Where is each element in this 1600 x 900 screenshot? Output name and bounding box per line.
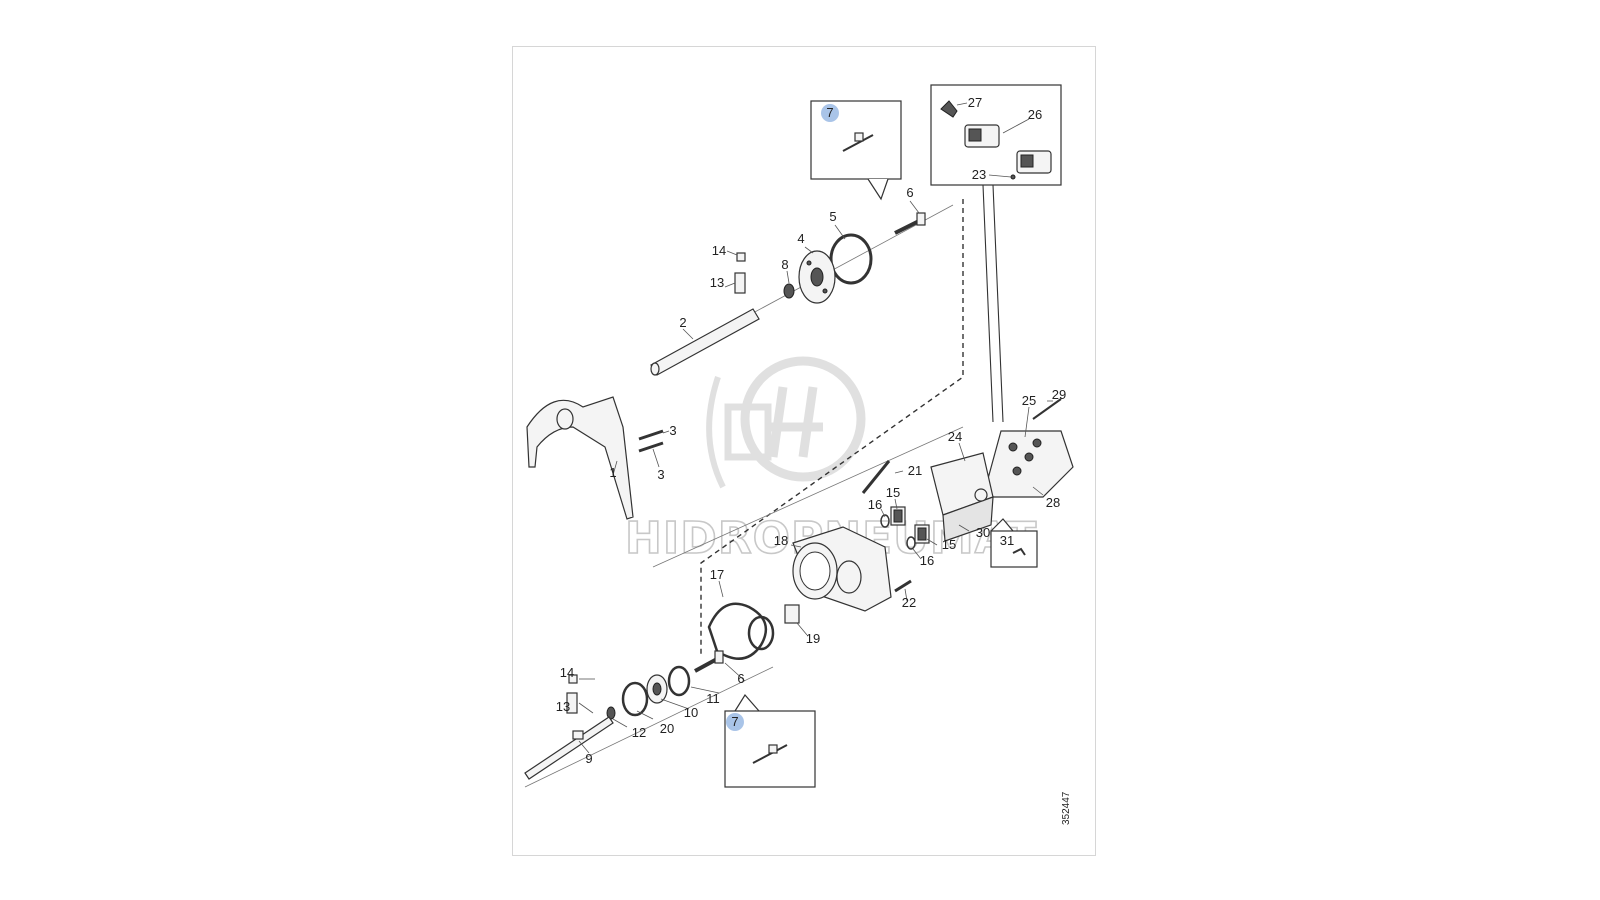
seal-ring-17 xyxy=(707,602,768,660)
callout-17: 17 xyxy=(710,567,724,582)
leader-lines xyxy=(578,102,1053,754)
o-ring-20 xyxy=(621,681,649,717)
seal-8 xyxy=(783,283,795,299)
bolt-29 xyxy=(1032,398,1062,420)
pin-14-upper xyxy=(736,252,746,262)
callout-25: 25 xyxy=(1022,393,1036,408)
lower-axis-line xyxy=(524,666,774,788)
badge-7-top xyxy=(821,104,839,122)
bolt-6-upper xyxy=(894,212,926,235)
callout-6-bottom: 6 xyxy=(737,671,744,686)
callout-10: 10 xyxy=(684,705,698,720)
callout-19: 19 xyxy=(806,631,820,646)
cover-plate-4 xyxy=(798,250,836,304)
solenoid-block-24 xyxy=(930,452,994,542)
valve-plate-25-28 xyxy=(982,430,1074,498)
pin-13-lower xyxy=(566,692,578,714)
callout-6-top: 6 xyxy=(906,185,913,200)
callout-5: 5 xyxy=(829,209,836,224)
callout-30: 30 xyxy=(976,525,990,540)
callout-4: 4 xyxy=(797,231,804,246)
o-ring-5 xyxy=(829,233,873,285)
callout-8: 8 xyxy=(781,257,788,272)
callout-28: 28 xyxy=(1046,495,1060,510)
callout-3a: 3 xyxy=(669,423,676,438)
callout-labels: 7 6 5 4 8 14 13 2 3 3 1 27 26 23 29 25 2… xyxy=(556,95,1066,766)
callout-3b: 3 xyxy=(657,467,664,482)
callout-29: 29 xyxy=(1052,387,1066,402)
bolt-22 xyxy=(894,579,912,593)
callout-26: 26 xyxy=(1028,107,1042,122)
plug-19 xyxy=(784,604,800,624)
callout-7-bottom: 7 xyxy=(731,714,738,729)
pin-3b xyxy=(638,441,664,453)
callout-11: 11 xyxy=(706,691,720,706)
callout-18: 18 xyxy=(774,533,788,548)
callout-23: 23 xyxy=(972,167,986,182)
callout-14-top: 14 xyxy=(712,243,726,258)
callout-13-top: 13 xyxy=(710,275,724,290)
shift-rod-2 xyxy=(650,308,760,376)
callout-20: 20 xyxy=(660,721,674,736)
housing-18 xyxy=(792,526,892,612)
badge-7-bottom xyxy=(726,713,744,731)
callout-31: 31 xyxy=(1000,533,1014,548)
drawing-number: 352447 xyxy=(1061,791,1072,825)
callout-1: 1 xyxy=(609,465,616,480)
bolt-21 xyxy=(861,460,891,494)
callout-15-top: 15 xyxy=(886,485,900,500)
callout-7-top: 7 xyxy=(826,105,833,120)
exploded-view-diagram: HIDROPNEUMAT xyxy=(524,84,1074,825)
callout-22: 22 xyxy=(902,595,916,610)
pin-14-lower xyxy=(568,674,578,684)
callout-16-top: 16 xyxy=(868,497,882,512)
inset-box-connectors xyxy=(930,84,1062,423)
middle-axis-line xyxy=(652,426,964,568)
connector-part-27 xyxy=(940,100,958,118)
callout-12: 12 xyxy=(632,725,646,740)
pin-13-upper xyxy=(734,272,746,294)
callout-15-bottom: 15 xyxy=(942,537,956,552)
callout-24: 24 xyxy=(948,429,962,444)
gear-15-lower xyxy=(914,524,930,544)
callout-14-bottom: 14 xyxy=(560,665,574,680)
o-ring-17b xyxy=(747,615,775,651)
ring-16-lower xyxy=(906,536,916,550)
watermark-logo xyxy=(706,356,866,489)
inset-box-bottom-7 xyxy=(724,693,816,788)
cover-10 xyxy=(646,674,668,704)
callout-13-bottom: 13 xyxy=(556,699,570,714)
callout-21: 21 xyxy=(908,463,922,478)
callout-16-bottom: 16 xyxy=(920,553,934,568)
callout-2: 2 xyxy=(679,315,686,330)
bolt-6-lower xyxy=(694,650,724,673)
o-ring-11 xyxy=(667,665,691,697)
pin-3a xyxy=(638,429,664,441)
ring-16-upper xyxy=(880,514,890,528)
callout-9: 9 xyxy=(585,751,592,766)
shaft-9 xyxy=(524,716,614,780)
parts-diagram-sheet: HIDROPNEUMAT xyxy=(512,46,1096,856)
callout-27: 27 xyxy=(968,95,982,110)
inset-box-31 xyxy=(990,518,1038,568)
gear-15-upper xyxy=(890,506,906,526)
shift-fork-1 xyxy=(526,396,634,520)
